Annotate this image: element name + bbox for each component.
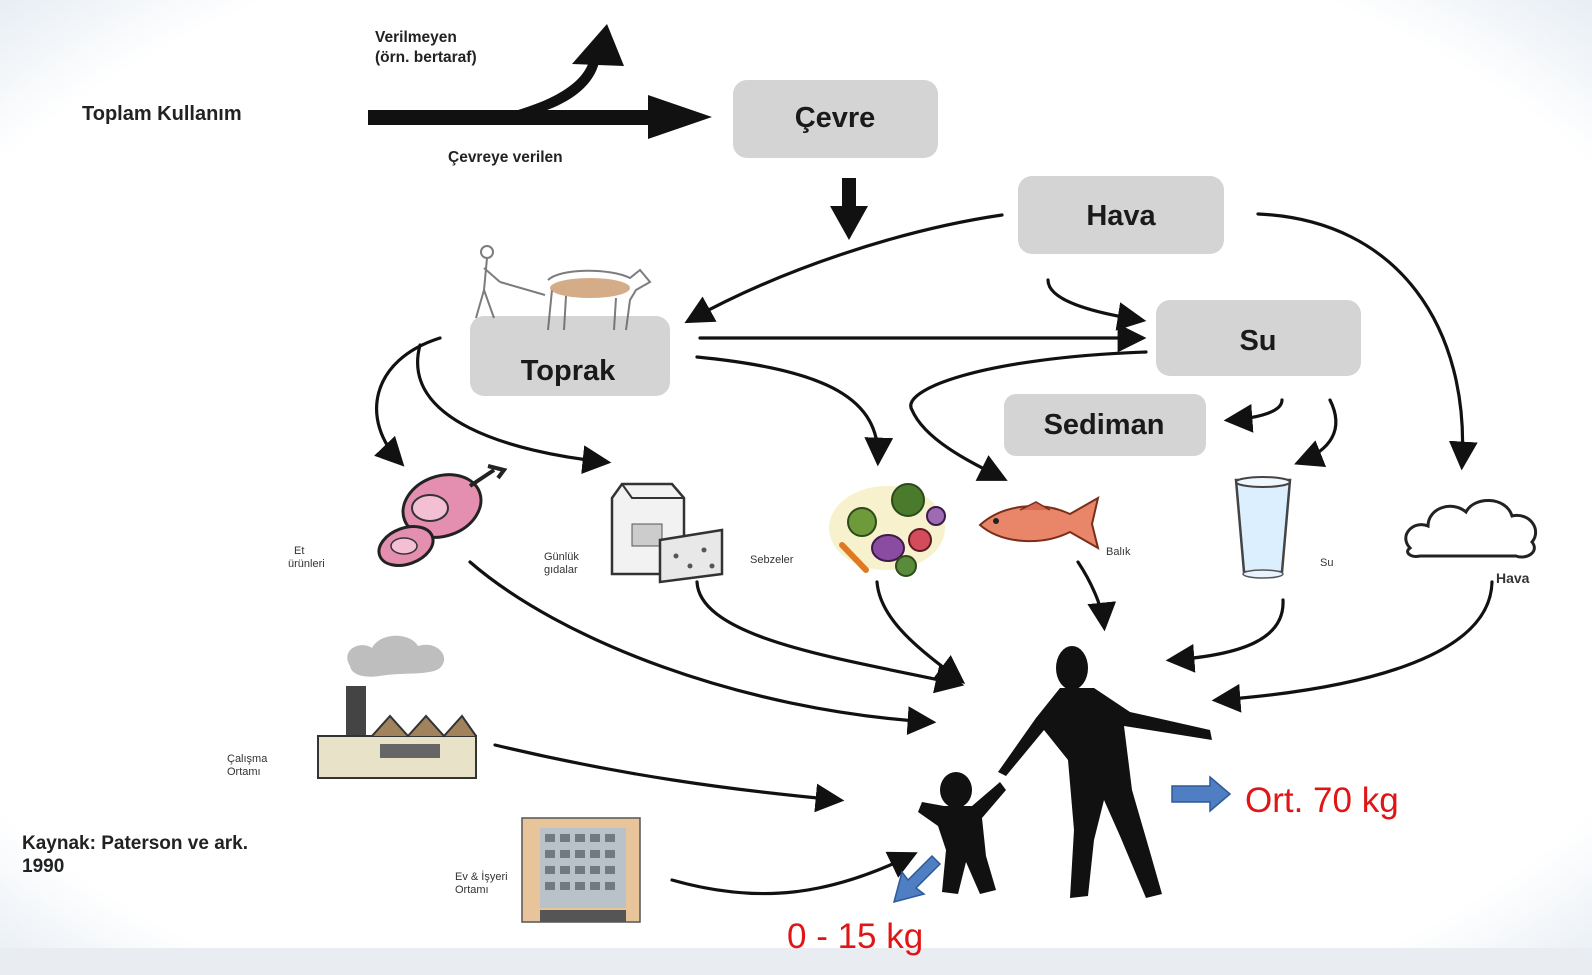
vegetables-label: Sebzeler <box>750 554 794 566</box>
environment-down-arrow <box>830 178 868 240</box>
child-weight-pointer-icon <box>892 854 942 904</box>
drinking-water-to-human-arrow <box>1165 598 1285 673</box>
water-to-fish-arrow <box>909 350 1148 481</box>
fish-illustration <box>978 495 1100 551</box>
dairy-label-line2: gıdalar <box>544 564 578 576</box>
meat-to-human-arrow <box>468 560 937 735</box>
air-exposure-label: Hava <box>1496 570 1530 586</box>
factory-illustration <box>317 635 477 779</box>
water-glass-illustration <box>1234 476 1292 579</box>
dairy-to-human-arrow <box>695 580 965 694</box>
water-box: Su <box>1156 300 1361 376</box>
dairy-label-line1: Günlük <box>544 551 579 563</box>
water-to-sediment-arrow <box>1223 398 1284 433</box>
vegetables-illustration <box>829 483 946 577</box>
soil-box: Toprak <box>470 316 670 396</box>
soil-box-label: Toprak <box>521 355 616 387</box>
soil-to-meat-arrow <box>374 336 442 467</box>
environment-box: Çevre <box>733 80 938 158</box>
flow-arrows <box>374 212 1494 896</box>
home-label-line2: Ortamı <box>455 884 489 896</box>
source-line1: Kaynak: Paterson ve ark. <box>22 833 248 854</box>
vegetables-to-human-arrow <box>875 580 966 684</box>
water-to-drinking-arrow <box>1294 398 1338 468</box>
water-label: Su <box>1320 557 1333 569</box>
meat-label-line1: Et <box>294 545 304 557</box>
adult-weight-pointer-icon <box>1171 775 1232 813</box>
air-to-water-arrow <box>1046 278 1147 331</box>
water-box-label: Su <box>1239 325 1276 357</box>
soil-to-vegetables-arrow <box>695 355 894 467</box>
adult-silhouette <box>998 646 1212 898</box>
air-box-label: Hava <box>1086 200 1156 232</box>
air-exposure-to-human-arrow <box>1211 580 1494 713</box>
bottom-band <box>0 948 1592 975</box>
building-illustration <box>521 817 641 923</box>
fish-label: Balık <box>1106 546 1131 558</box>
released-label: Çevreye verilen <box>448 149 563 166</box>
not-released-label-line1: Verilmeyen <box>375 29 457 46</box>
air-to-soil-arrow <box>684 213 1004 324</box>
total-use-label: Toplam Kullanım <box>82 103 242 125</box>
workplace-label-line1: Çalışma <box>227 753 268 765</box>
sediment-box: Sediman <box>1004 394 1206 456</box>
fish-to-human-arrow <box>1076 560 1117 632</box>
air-box: Hava <box>1018 176 1224 254</box>
cloud-illustration <box>1404 499 1538 559</box>
dairy-foods-illustration <box>610 482 724 584</box>
air-to-air-exposure-arrow <box>1256 212 1478 471</box>
adult-weight-label: Ort. 70 kg <box>1245 781 1399 820</box>
meat-products-illustration <box>377 464 508 567</box>
home-to-human-arrow <box>670 851 918 896</box>
sediment-box-label: Sediman <box>1044 409 1165 441</box>
total-use-arrow <box>368 95 712 139</box>
workplace-to-human-arrow <box>493 743 845 813</box>
not-released-arrow <box>500 24 624 118</box>
environment-box-label: Çevre <box>795 102 876 134</box>
workplace-label-line2: Ortamı <box>227 766 261 778</box>
soil-to-dairy-arrow <box>416 343 612 474</box>
home-label-line1: Ev & İşyeri <box>455 870 508 883</box>
farmer-plough-illustration <box>475 245 652 331</box>
source-line2: 1990 <box>22 856 64 877</box>
not-released-label-line2: (örn. bertaraf) <box>375 49 477 66</box>
child-weight-label: 0 - 15 kg <box>787 917 923 956</box>
meat-label-line2: ürünleri <box>288 558 325 570</box>
child-silhouette <box>918 772 1006 894</box>
